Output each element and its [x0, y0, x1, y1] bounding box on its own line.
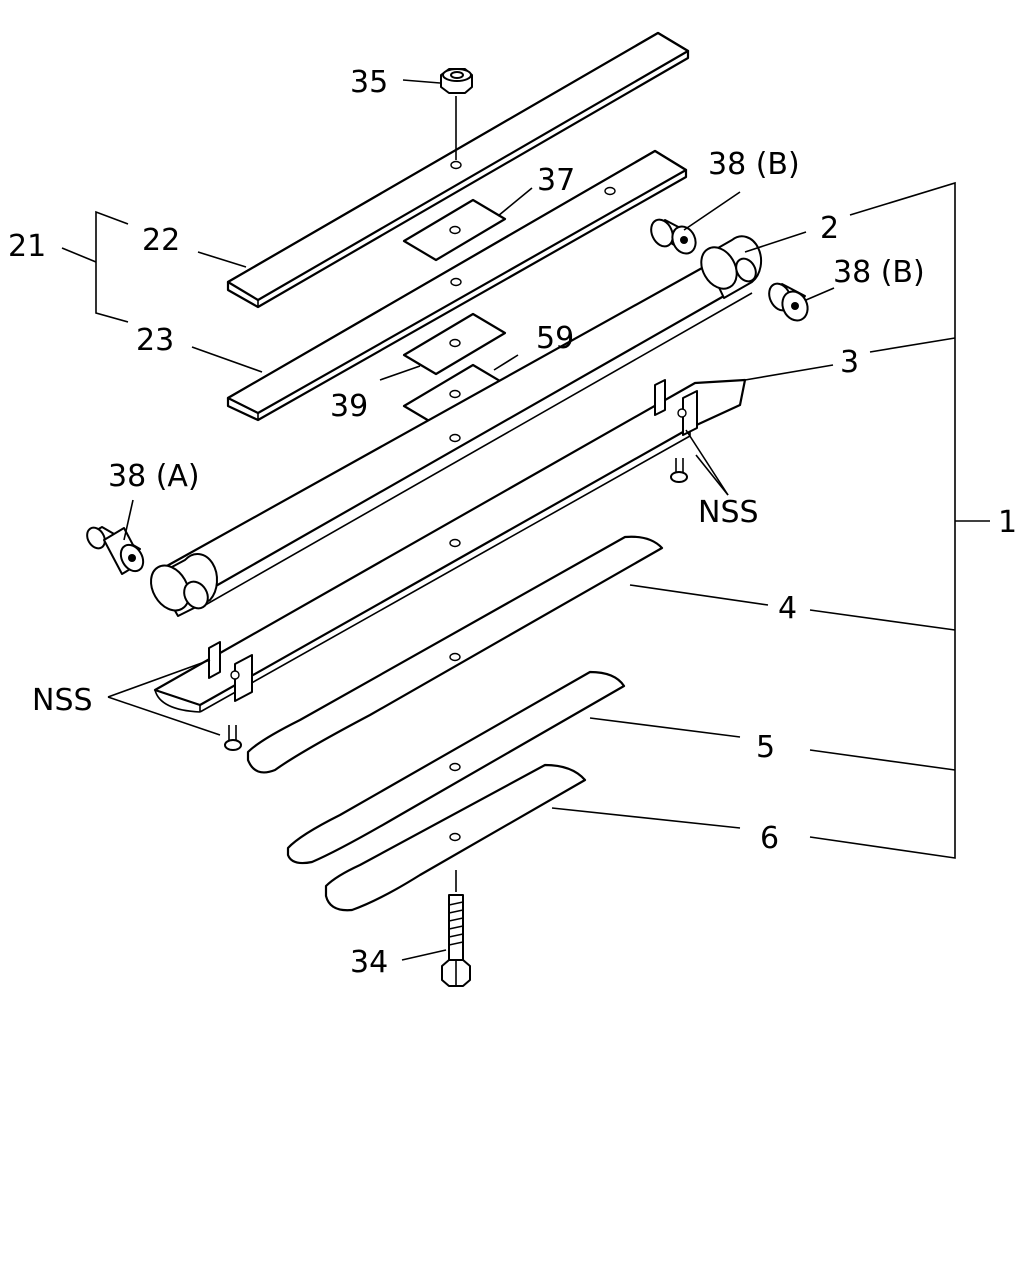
callout-38a: 38 (A) [108, 459, 200, 494]
callout-23: 23 [136, 323, 174, 358]
callout-1: 1 [998, 505, 1017, 540]
main-leaf-front-eye [150, 553, 218, 617]
callout-21: 21 [8, 229, 46, 264]
front-clip-2 [234, 654, 253, 702]
pad-39 [402, 312, 507, 376]
callout-59: 59 [536, 321, 574, 356]
bushing-38b-upper [650, 218, 697, 255]
leaf-6 [324, 763, 587, 912]
bushing-38b-middle [768, 282, 809, 322]
callout-2: 2 [820, 211, 839, 246]
leaf-23 [226, 149, 688, 422]
callout-nss-right: NSS [698, 495, 759, 530]
nss-bolt-right [670, 458, 688, 483]
nss-bolt-left [224, 725, 242, 751]
leaf-4 [246, 535, 664, 774]
callout-37: 37 [537, 163, 575, 198]
callout-nss-left: NSS [32, 683, 93, 718]
callout-35: 35 [350, 65, 388, 100]
callout-22: 22 [142, 223, 180, 258]
callout-5: 5 [756, 730, 775, 765]
pad-37 [402, 198, 507, 262]
leaf-5 [286, 670, 626, 865]
main-leaf-2 [150, 235, 763, 617]
callout-38b-middle: 38 (B) [833, 255, 925, 290]
rear-clip-2 [682, 390, 698, 436]
callout-4: 4 [778, 591, 797, 626]
callout-38b-top: 38 (B) [708, 147, 800, 182]
leaf-22 [226, 31, 690, 309]
callout-39: 39 [330, 389, 368, 424]
front-clip [208, 641, 221, 679]
bolt-34 [441, 870, 471, 987]
bushing-38a [86, 526, 145, 575]
rear-clip [654, 379, 666, 416]
nut-35 [440, 68, 473, 160]
callout-6: 6 [760, 821, 779, 856]
leaf-3 [153, 378, 747, 713]
leader-lines [61, 79, 990, 961]
callout-3: 3 [840, 345, 859, 380]
callouts: 35 37 38 (B) 22 21 2 38 (B) 23 59 3 39 3… [8, 65, 1017, 980]
callout-34: 34 [350, 945, 388, 980]
